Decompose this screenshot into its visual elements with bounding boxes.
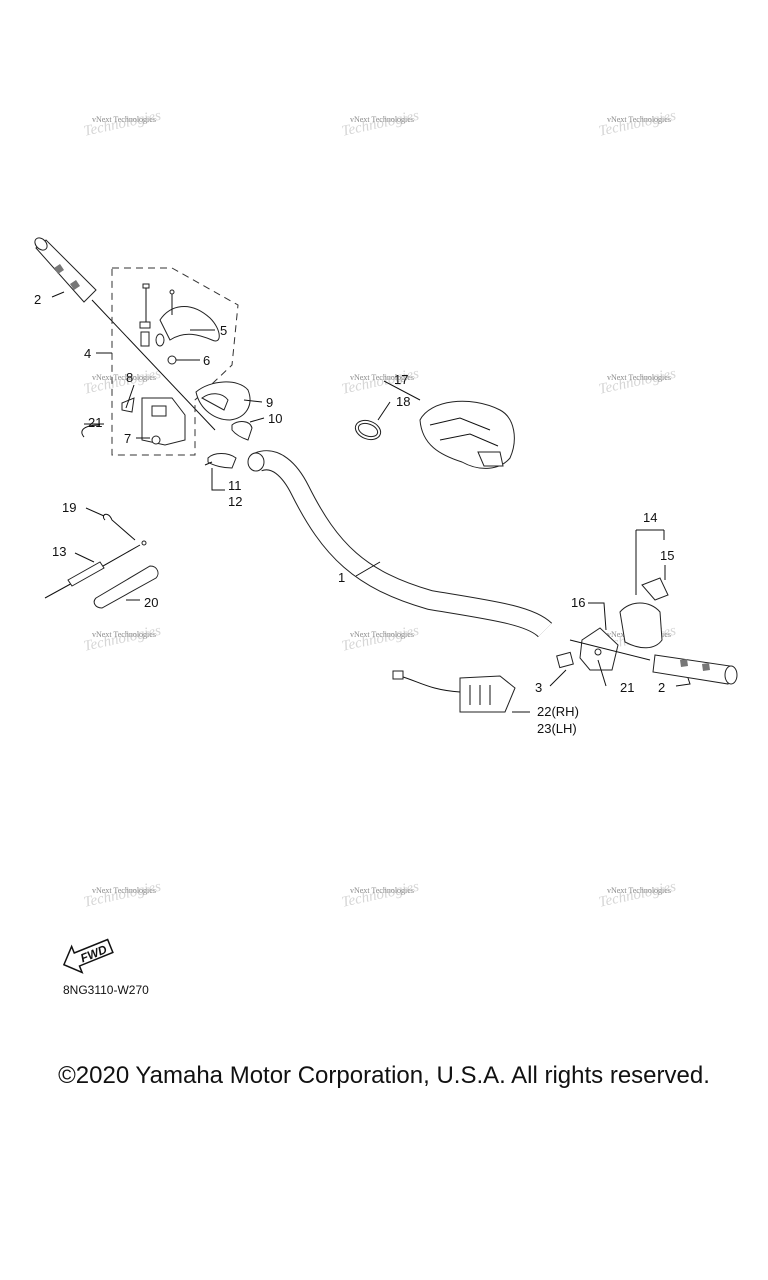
svg-text:vNext Technologies: vNext Technologies xyxy=(350,373,414,382)
fwd-arrow-icon: FWD xyxy=(62,938,114,974)
callout-4: 4 xyxy=(84,346,91,361)
throttle-housing xyxy=(195,381,251,421)
svg-text:vNext Technologies: vNext Technologies xyxy=(92,115,156,124)
svg-text:vNext Technologies: vNext Technologies xyxy=(92,630,156,639)
callout-6: 6 xyxy=(203,353,210,368)
callout-23: 23(LH) xyxy=(537,721,577,736)
svg-text:vNext Technologies: vNext Technologies xyxy=(92,373,156,382)
handlebar-pad xyxy=(419,400,515,469)
watermark: Technologies vNext Technologies xyxy=(82,879,162,911)
left-wire xyxy=(81,424,101,438)
callout-21-left: 21 xyxy=(88,415,102,430)
watermark: Technologies vNext Technologies xyxy=(82,623,162,655)
svg-text:vNext Technologies: vNext Technologies xyxy=(607,373,671,382)
svg-text:vNext Technologies: vNext Technologies xyxy=(350,630,414,639)
callout-17: 17 xyxy=(394,372,408,387)
watermarks: Technologies vNext Technologies Technolo… xyxy=(82,108,677,911)
svg-text:vNext Technologies: vNext Technologies xyxy=(607,886,671,895)
svg-text:vNext Technologies: vNext Technologies xyxy=(350,886,414,895)
watermark: Technologies vNext Technologies xyxy=(82,366,162,398)
callout-10: 10 xyxy=(268,411,282,426)
callout-11: 11 xyxy=(228,478,242,493)
callout-18: 18 xyxy=(396,394,410,409)
watermark: Technologies vNext Technologies xyxy=(340,366,420,398)
callout-9: 9 xyxy=(266,395,273,410)
hose xyxy=(93,565,159,609)
callout-21-right: 21 xyxy=(620,680,634,695)
nut xyxy=(167,355,177,365)
svg-text:vNext Technologies: vNext Technologies xyxy=(350,115,414,124)
callout-14: 14 xyxy=(643,510,657,525)
callout-22: 22(RH) xyxy=(537,704,579,719)
callouts: 2 4 5 6 8 9 10 21 7 11 12 19 13 20 1 17 … xyxy=(34,292,674,736)
watermark: Technologies vNext Technologies xyxy=(340,623,420,655)
callout-12: 12 xyxy=(228,494,242,509)
diagram-code: 8NG3110-W270 xyxy=(63,983,149,997)
watermark: Technologies vNext Technologies xyxy=(82,108,162,140)
watermark: Technologies vNext Technologies xyxy=(340,879,420,911)
throttle-cable xyxy=(44,513,147,599)
switch-assembly xyxy=(204,453,237,469)
assembly-box-4 xyxy=(111,267,239,456)
callout-7: 7 xyxy=(124,431,131,446)
callout-16: 16 xyxy=(571,595,585,610)
svg-text:vNext Technologies: vNext Technologies xyxy=(92,886,156,895)
lever-bracket xyxy=(121,397,186,446)
grip-heater-harness xyxy=(392,670,516,713)
callout-2-left: 2 xyxy=(34,292,41,307)
watermark: Technologies vNext Technologies xyxy=(597,108,677,140)
callout-15: 15 xyxy=(660,548,674,563)
bolt xyxy=(139,283,165,347)
callout-8: 8 xyxy=(126,370,133,385)
watermark: Technologies vNext Technologies xyxy=(597,366,677,398)
callout-19: 19 xyxy=(62,500,76,515)
right-grip xyxy=(652,654,738,685)
fwd-label: FWD xyxy=(78,942,109,965)
callout-13: 13 xyxy=(52,544,66,559)
callout-3: 3 xyxy=(535,680,542,695)
watermark: Technologies vNext Technologies xyxy=(340,108,420,140)
callout-5: 5 xyxy=(220,323,227,338)
svg-text:vNext Technologies: vNext Technologies xyxy=(607,115,671,124)
leader-lines xyxy=(51,291,691,713)
callout-1: 1 xyxy=(338,570,345,585)
throttle-lever xyxy=(159,289,220,342)
left-grip xyxy=(34,237,97,303)
right-switch-assembly xyxy=(556,577,669,671)
callout-20: 20 xyxy=(144,595,158,610)
callout-2-right: 2 xyxy=(658,680,665,695)
clip xyxy=(231,421,253,441)
watermark: Technologies vNext Technologies xyxy=(597,879,677,911)
copyright-notice: ©2020 Yamaha Motor Corporation, U.S.A. A… xyxy=(58,1062,710,1089)
